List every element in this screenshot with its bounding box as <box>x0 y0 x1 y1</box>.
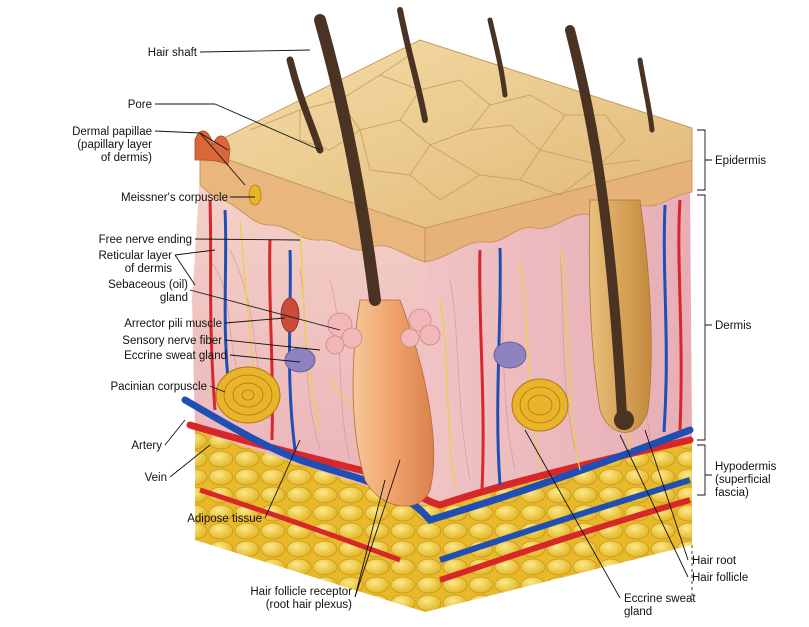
hair-follicle-right <box>588 199 652 433</box>
artery-lower <box>439 497 691 583</box>
adipose-side <box>425 438 692 612</box>
vein-branch-4 <box>662 204 668 433</box>
label-reticular-layer-line-1: of dermis <box>125 263 173 275</box>
eccrine-sweat-gland <box>284 341 527 373</box>
label-pore: Pore <box>128 99 152 111</box>
label-dermal-papillae-line-1: (papillary layer <box>77 139 152 151</box>
artery-branch-4 <box>677 199 683 431</box>
sebaceous-gland <box>325 308 441 355</box>
label-sebaceous-gland: Sebaceous (oil)gland <box>108 279 188 304</box>
label-hair-follicle-line-0: Hair follicle <box>692 572 748 584</box>
label-hair-root-line-0: Hair root <box>692 555 737 567</box>
label-vein-line-0: Vein <box>145 472 167 484</box>
label-hypodermis-line-2: fascia) <box>715 487 749 499</box>
label-meissners-corpuscle-line-0: Meissner's corpuscle <box>121 192 228 204</box>
label-artery-line-0: Artery <box>131 440 162 452</box>
label-dermis: Dermis <box>715 320 752 332</box>
leader-lines <box>154 49 689 599</box>
vein-branch-2 <box>287 249 297 451</box>
label-arrector-pili: Arrector pili muscle <box>124 318 222 330</box>
arrector-pili-muscle <box>280 297 300 333</box>
label-dermis-line-0: Dermis <box>715 320 752 332</box>
label-sensory-nerve-fiber-line-0: Sensory nerve fiber <box>122 335 222 347</box>
label-hypodermis-line-1: (superficial <box>715 474 771 486</box>
label-dermal-papillae-line-0: Dermal papillae <box>72 126 152 138</box>
label-reticular-layer-line-0: Reticular layer <box>99 250 173 262</box>
meissners-corpuscle-shape <box>248 184 262 206</box>
adipose-front <box>195 430 425 612</box>
label-meissners-corpuscle: Meissner's corpuscle <box>121 192 228 204</box>
layer-brackets <box>697 129 712 496</box>
skin-surface <box>198 39 693 229</box>
epidermis-side-layer <box>424 159 693 263</box>
label-hair-root: Hair root <box>692 555 737 567</box>
label-hair-shaft: Hair shaft <box>148 47 198 59</box>
artery-branch-3 <box>478 249 485 491</box>
label-hair-follicle: Hair follicle <box>692 572 748 584</box>
label-dermal-papillae-line-2: of dermis) <box>101 152 152 164</box>
label-eccrine-sweat-gland-bottom-line-1: gland <box>624 606 652 618</box>
label-sebaceous-gland-line-1: gland <box>160 292 188 304</box>
label-hair-follicle-receptor: Hair follicle receptor(root hair plexus) <box>250 586 352 611</box>
label-free-nerve-ending: Free nerve ending <box>99 234 192 246</box>
pacinian-corpuscle-2 <box>511 378 569 432</box>
label-pacinian-corpuscle: Pacinian corpuscle <box>110 381 207 393</box>
hair-follicle-left <box>352 299 435 507</box>
label-eccrine-sweat-gland-left: Eccrine sweat gland <box>124 350 227 362</box>
label-epidermis-line-0: Epidermis <box>715 155 766 167</box>
label-vein: Vein <box>145 472 167 484</box>
label-adipose-tissue-line-0: Adipose tissue <box>187 513 262 525</box>
label-hair-shaft-line-0: Hair shaft <box>148 47 198 59</box>
label-eccrine-sweat-gland-bottom-line-0: Eccrine sweat <box>624 593 696 605</box>
hair-shafts <box>286 7 655 420</box>
label-pore-line-0: Pore <box>128 99 152 111</box>
skin-creases <box>249 54 641 201</box>
label-adipose-tissue: Adipose tissue <box>187 513 262 525</box>
label-eccrine-sweat-gland-left-line-0: Eccrine sweat gland <box>124 350 227 362</box>
label-artery: Artery <box>131 440 162 452</box>
artery-lower-left <box>199 487 401 563</box>
label-hypodermis-line-0: Hypodermis <box>715 461 777 473</box>
label-sebaceous-gland-line-0: Sebaceous (oil) <box>108 279 188 291</box>
label-epidermis: Epidermis <box>715 155 766 167</box>
artery-branch-1 <box>208 199 217 411</box>
vein-lower <box>439 477 691 563</box>
label-hair-follicle-receptor-line-0: Hair follicle receptor <box>250 586 352 598</box>
label-free-nerve-ending-line-0: Free nerve ending <box>99 234 192 246</box>
label-pacinian-corpuscle-line-0: Pacinian corpuscle <box>110 381 207 393</box>
label-sensory-nerve-fiber: Sensory nerve fiber <box>122 335 222 347</box>
label-arrector-pili-line-0: Arrector pili muscle <box>124 318 222 330</box>
label-hair-follicle-receptor-line-1: (root hair plexus) <box>266 599 352 611</box>
pacinian-corpuscle <box>215 366 281 424</box>
